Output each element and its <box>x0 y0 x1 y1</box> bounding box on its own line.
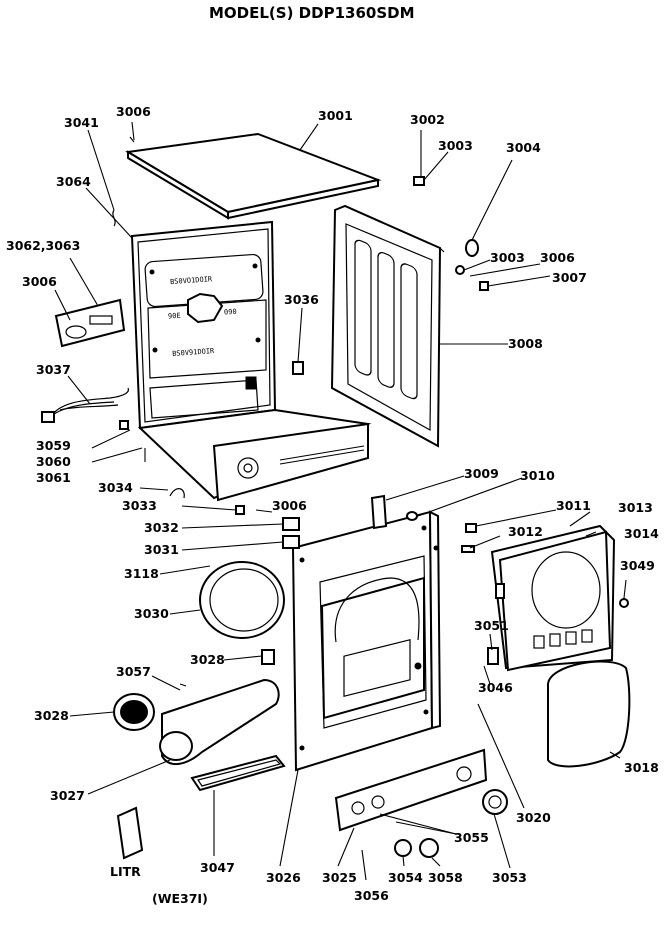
label-3003: 3003 <box>438 138 473 153</box>
power-cord-3037 <box>41 387 130 423</box>
part-3049 <box>619 598 629 608</box>
label-3009: 3009 <box>464 466 499 481</box>
label-3056: 3056 <box>354 888 389 903</box>
door-ring-3030 <box>199 561 285 639</box>
top-panel-3001 <box>125 132 382 220</box>
label-3006-d: 3006 <box>272 498 307 513</box>
literature-booklet <box>116 806 144 860</box>
door-gasket-3018 <box>546 660 631 768</box>
bumper-3032 <box>282 517 300 531</box>
label-3007: 3007 <box>552 270 587 285</box>
label-3058: 3058 <box>428 870 463 885</box>
control-panel-3055 <box>334 748 488 832</box>
label-3001: 3001 <box>318 108 353 123</box>
label-3025: 3025 <box>322 870 357 885</box>
label-3006: 3006 <box>116 104 151 119</box>
part-3029 <box>261 649 275 665</box>
label-3018: 3018 <box>624 760 659 775</box>
knob-3053 <box>482 789 508 815</box>
label-3060: 3060 <box>36 454 71 469</box>
label-3003-b: 3003 <box>490 250 525 265</box>
label-3046: 3046 <box>478 680 513 695</box>
label-3054: 3054 <box>388 870 423 885</box>
label-3049: 3049 <box>620 558 655 573</box>
label-3028: 3028 <box>34 708 69 723</box>
label-3059: 3059 <box>36 438 71 453</box>
label-3004: 3004 <box>506 140 541 155</box>
label-3033: 3033 <box>122 498 157 513</box>
label-3012: 3012 <box>508 524 543 539</box>
label-3006-b: 3006 <box>540 250 575 265</box>
cabinet-assembly: BS0VO1DOIR 90E 090 BS0V91DOIR <box>130 220 372 502</box>
label-3031: 3031 <box>144 542 179 557</box>
label-3008: 3008 <box>508 336 543 351</box>
label-3034: 3034 <box>98 480 133 495</box>
panel-text-left: 90E <box>168 312 181 321</box>
label-3010: 3010 <box>520 468 555 483</box>
label-3030: 3030 <box>134 606 169 621</box>
label-3062-3063: 3062,3063 <box>6 238 80 253</box>
label-3047: 3047 <box>200 860 235 875</box>
label-3014: 3014 <box>624 526 659 541</box>
leader-lines <box>54 121 627 881</box>
label-3011: 3011 <box>556 498 591 513</box>
hinge-parts-upper-right <box>370 494 477 553</box>
lint-panel-3062 <box>54 298 126 348</box>
label-3053: 3053 <box>492 870 527 885</box>
switch-3051 <box>487 647 499 665</box>
label-3002: 3002 <box>410 112 445 127</box>
label-3118: 3118 <box>124 566 159 581</box>
label-3029: 3028 <box>190 652 225 667</box>
label-3020: 3020 <box>516 810 551 825</box>
label-3061: 3061 <box>36 470 71 485</box>
part-labels: 3006 3041 3001 3002 3003 3004 3064 3062,… <box>6 104 659 906</box>
lint-filter-3047 <box>190 754 286 792</box>
front-panel-3026 <box>291 510 442 772</box>
diagram-title: MODEL(S) DDP1360SDM <box>209 4 415 22</box>
lint-duct-3027 <box>159 678 280 766</box>
label-3036: 3036 <box>284 292 319 307</box>
small-parts-upper <box>112 136 489 462</box>
label-3041: 3041 <box>64 115 99 130</box>
door-assembly-3013 <box>490 524 616 672</box>
label-3037: 3037 <box>36 362 71 377</box>
label-3064: 3064 <box>56 174 91 189</box>
panel-text-top: BS0VO1DOIR <box>170 275 213 286</box>
seal-3028-inner <box>120 700 148 724</box>
knob-3058 <box>419 838 439 858</box>
clip-3034 <box>169 488 185 499</box>
label-3032: 3032 <box>144 520 179 535</box>
label-3013: 3013 <box>618 500 653 515</box>
part-3033 <box>235 505 245 515</box>
label-litr: LITR <box>110 864 141 879</box>
label-3026: 3026 <box>266 870 301 885</box>
label-3027: 3027 <box>50 788 85 803</box>
label-3055: 3055 <box>454 830 489 845</box>
bumper-3031 <box>282 535 300 549</box>
footer-code: (WE37I) <box>152 891 208 906</box>
knob-3054 <box>394 839 412 857</box>
label-3057: 3057 <box>116 664 151 679</box>
side-panel-3008 <box>330 204 445 448</box>
panel-text-bottom: BS0V91DOIR <box>172 347 215 358</box>
panel-text-right: 090 <box>224 308 237 317</box>
label-3006-c: 3006 <box>22 274 57 289</box>
label-3051: 3051 <box>474 618 509 633</box>
